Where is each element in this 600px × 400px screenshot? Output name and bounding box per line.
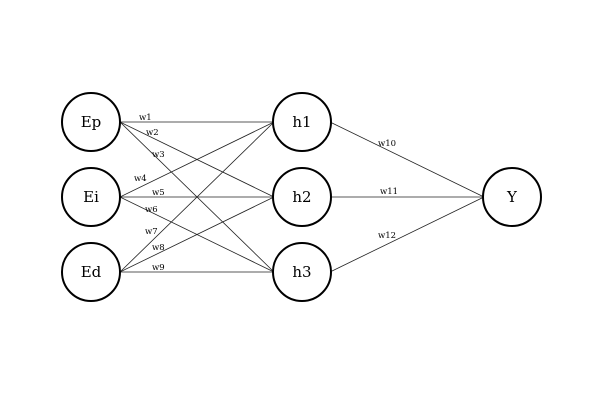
weight-label-w10: w10 <box>378 139 396 149</box>
input-node-ep: Ep <box>61 92 121 152</box>
edge-ei-h1 <box>119 121 275 198</box>
hidden-node-h2: h2 <box>272 167 332 227</box>
node-label-ed: Ed <box>81 263 102 281</box>
weight-label-w6: w6 <box>145 205 158 215</box>
node-label-ei: Ei <box>83 188 99 206</box>
node-label-y: Y <box>506 188 518 206</box>
node-label-h2: h2 <box>292 188 311 206</box>
input-node-ed: Ed <box>61 242 121 302</box>
edge-h3-y <box>329 196 485 273</box>
input-node-ei: Ei <box>61 167 121 227</box>
hidden-node-h1: h1 <box>272 92 332 152</box>
weight-label-w11: w11 <box>380 187 398 197</box>
node-label-h3: h3 <box>292 263 311 281</box>
edge-ed-h1 <box>119 121 275 273</box>
weight-label-w8: w8 <box>152 243 165 253</box>
node-label-ep: Ep <box>81 113 102 131</box>
node-label-h1: h1 <box>292 113 311 131</box>
edge-ed-h2 <box>119 196 275 273</box>
weight-label-w12: w12 <box>378 231 396 241</box>
hidden-node-h3: h3 <box>272 242 332 302</box>
weight-label-w4: w4 <box>134 174 147 184</box>
weight-label-w1: w1 <box>139 113 152 123</box>
output-node-y: Y <box>482 167 542 227</box>
weight-label-w7: w7 <box>145 227 158 237</box>
weight-label-w9: w9 <box>152 263 165 273</box>
edge-h1-y <box>329 121 485 198</box>
weight-label-w2: w2 <box>146 128 159 138</box>
weight-label-w5: w5 <box>152 188 165 198</box>
weight-label-w3: w3 <box>152 150 165 160</box>
